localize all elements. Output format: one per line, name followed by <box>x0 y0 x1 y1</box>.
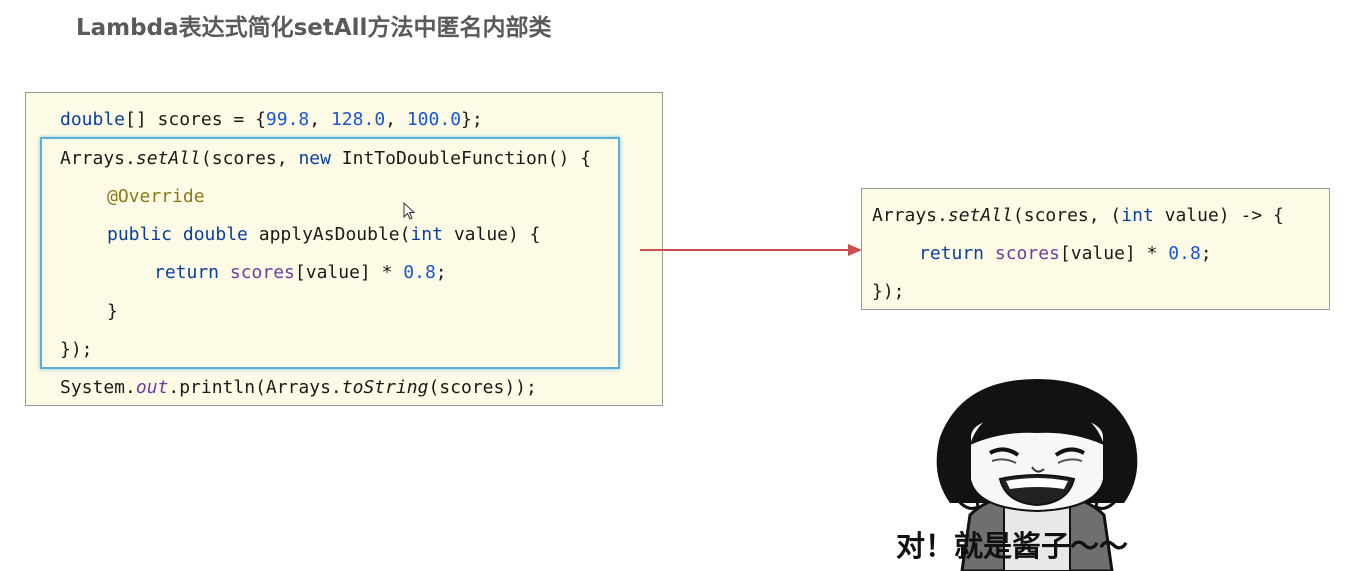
code-line-8: System.out.println(Arrays.toString(score… <box>60 377 537 399</box>
meme-caption: 对！就是酱子～～ <box>896 529 1129 563</box>
arrow-right-icon <box>640 244 862 256</box>
code-token: [] scores = { <box>125 109 266 130</box>
lambda-code-block: Arrays.setAll(scores, (int value) -> { r… <box>861 188 1330 310</box>
code-token: Arrays. <box>60 148 136 169</box>
code-line-7: }); <box>60 339 93 361</box>
code-token: (scores, ( <box>1012 205 1122 226</box>
code-line-1: double[] scores = {99.8, 128.0, 100.0}; <box>60 109 483 131</box>
lambda-line-2: return scores[value] * 0.8; <box>919 243 1212 265</box>
code-line-6: } <box>107 301 118 323</box>
code-annotation: @Override <box>107 186 205 207</box>
code-keyword: public <box>107 224 173 245</box>
code-line-3: @Override <box>107 186 205 208</box>
code-token: ; <box>435 262 447 283</box>
code-method: setAll <box>947 205 1013 226</box>
code-number: 0.8 <box>1168 243 1201 264</box>
code-keyword: return <box>154 262 220 283</box>
code-token: Arrays. <box>872 205 948 226</box>
code-keyword: return <box>919 243 985 264</box>
code-field: scores <box>994 243 1060 264</box>
code-token: .println(Arrays. <box>168 377 342 398</box>
code-keyword: double <box>182 224 248 245</box>
highlight-selection-box <box>40 137 620 369</box>
code-token: IntToDoubleFunction() { <box>330 148 592 169</box>
code-token: }); <box>872 281 905 302</box>
code-method: toString <box>341 377 429 398</box>
code-line-4: public double applyAsDouble(int value) { <box>107 224 541 246</box>
code-token: }; <box>461 109 483 130</box>
lambda-line-1: Arrays.setAll(scores, (int value) -> { <box>872 205 1284 227</box>
code-token: }); <box>60 339 93 360</box>
code-line-2: Arrays.setAll(scores, new IntToDoubleFun… <box>60 148 591 170</box>
code-number: 100.0 <box>406 109 462 130</box>
code-number: 99.8 <box>265 109 310 130</box>
code-token: [value] * <box>1059 243 1169 264</box>
code-token: (scores, <box>200 148 299 169</box>
code-token: , <box>385 109 407 130</box>
code-keyword: int <box>1121 205 1154 226</box>
code-token: ; <box>1200 243 1212 264</box>
code-field: out <box>135 377 169 398</box>
code-token: } <box>107 301 118 322</box>
code-number: 0.8 <box>403 262 436 283</box>
code-token: applyAsDouble( <box>247 224 411 245</box>
slide-title: Lambda表达式简化setAll方法中匿名内部类 <box>76 15 552 41</box>
code-keyword: new <box>298 148 331 169</box>
code-token: double <box>60 109 126 130</box>
code-token: value) -> { <box>1153 205 1284 226</box>
code-method: setAll <box>135 148 201 169</box>
code-line-5: return scores[value] * 0.8; <box>154 262 447 284</box>
code-token: [value] * <box>294 262 404 283</box>
code-token: System. <box>60 377 136 398</box>
meme-face-illustration <box>936 379 1138 571</box>
code-number: 128.0 <box>330 109 386 130</box>
code-field: scores <box>229 262 295 283</box>
code-token: , <box>309 109 331 130</box>
mouse-cursor-icon <box>403 202 416 220</box>
code-token: value) { <box>442 224 541 245</box>
code-keyword: int <box>410 224 443 245</box>
anonymous-class-code-block: double[] scores = {99.8, 128.0, 100.0}; … <box>25 92 663 406</box>
code-token <box>984 243 995 264</box>
code-token: (scores)); <box>428 377 537 398</box>
lambda-line-3: }); <box>872 281 905 303</box>
